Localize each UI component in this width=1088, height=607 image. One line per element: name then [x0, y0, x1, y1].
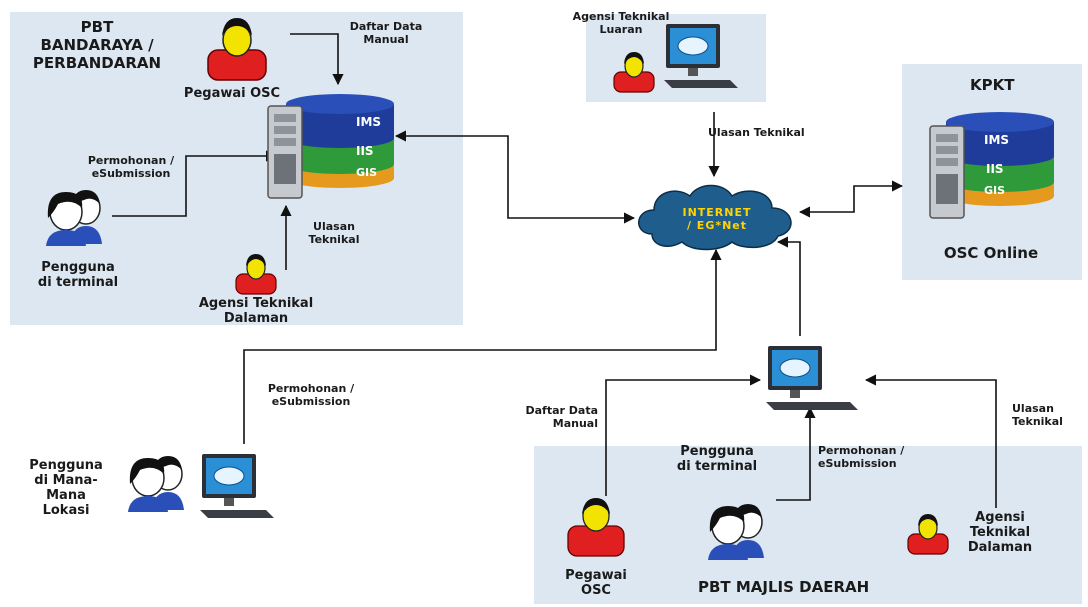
database-kpkt: IMS IIS GIS [946, 112, 1054, 206]
computer-icon-majlis-terminal [766, 346, 858, 410]
arrow-kpkt-internet [798, 180, 904, 218]
majlis-daerah-panel [534, 446, 1082, 604]
arrow-pengguna2-to-terminal [776, 406, 816, 501]
permohonan-manamana-label: Permohonan / eSubmission [267, 382, 355, 408]
permohonan-label: Permohonan / eSubmission [87, 154, 175, 180]
db-layer-ims: IMS [356, 115, 381, 129]
users-icon-manamana [128, 456, 184, 512]
server-tower-icon [267, 105, 303, 199]
internet-cloud-icon [638, 184, 792, 251]
computer-icon-luaran [664, 24, 738, 88]
pbt-bandaraya-title: PBT BANDARAYA / PERBANDARAN [32, 18, 162, 72]
daftar-data-majlis-label: Daftar Data Manual [525, 404, 598, 430]
db-layer-gis: GIS [356, 166, 377, 179]
agensi-majlis-label: Agensi Teknikal Dalaman [967, 510, 1033, 555]
ulasan-teknikal-majlis-label: Ulasan Teknikal [1012, 402, 1063, 428]
computer-icon-manamana [200, 454, 274, 518]
person-icon-agensi-luaran [613, 52, 655, 93]
osc-online-label: OSC Online [943, 244, 1039, 262]
users-icon-pengguna-majlis [708, 504, 764, 560]
person-icon-agensi-majlis [907, 514, 949, 555]
ulasan-teknikal-luaran-label: Ulasan Teknikal [708, 126, 805, 139]
pbt-majlis-daerah-title: PBT MAJLIS DAERAH [698, 578, 870, 596]
database-ims-iis-gis: IMS IIS GIS [286, 94, 394, 188]
daftar-data-label: Daftar Data Manual [349, 20, 423, 46]
arrow-terminal-to-internet [776, 236, 801, 336]
arrow-server-internet [394, 130, 636, 224]
person-icon-pegawai-osc [207, 18, 267, 81]
person-icon-pegawai-osc-majlis [567, 498, 625, 557]
arrow-daftar2-to-terminal [605, 374, 762, 496]
ulasan-teknikal-label: Ulasan Teknikal [308, 220, 360, 246]
pengguna-terminal-majlis-label: Pengguna di terminal [676, 444, 758, 474]
pengguna-manamana-label: Pengguna di Mana- Mana Lokasi [29, 458, 103, 518]
internet-egnet-label: INTERNET / EG*Net [682, 206, 752, 232]
arrow-manamana-to-internet [243, 248, 722, 444]
kpkt-layer-iis: IIS [986, 162, 1004, 176]
pengguna-terminal-label: Pengguna di terminal [37, 260, 119, 290]
kpkt-layer-gis: GIS [984, 184, 1005, 197]
agensi-dalaman-label: Agensi Teknikal Dalaman [198, 296, 314, 326]
arrow-ulasan2-to-terminal [864, 374, 997, 508]
arrow-permohonan-to-server [112, 150, 278, 217]
users-icon-pengguna-terminal [46, 190, 102, 246]
arrow-daftar-to-server [290, 33, 344, 86]
kpkt-server-tower-icon [929, 125, 965, 219]
person-icon-agensi-dalaman [235, 254, 277, 295]
pegawai-osc-label: Pegawai OSC [183, 86, 281, 101]
agensi-luaran-label: Agensi Teknikal Luaran [572, 10, 670, 36]
db-layer-iis: IIS [356, 144, 374, 158]
kpkt-title: KPKT [970, 76, 1015, 94]
pegawai-osc-majlis-label: Pegawai OSC [565, 568, 627, 598]
kpkt-layer-ims: IMS [984, 133, 1009, 147]
permohonan-majlis-label: Permohonan / eSubmission [818, 444, 905, 470]
